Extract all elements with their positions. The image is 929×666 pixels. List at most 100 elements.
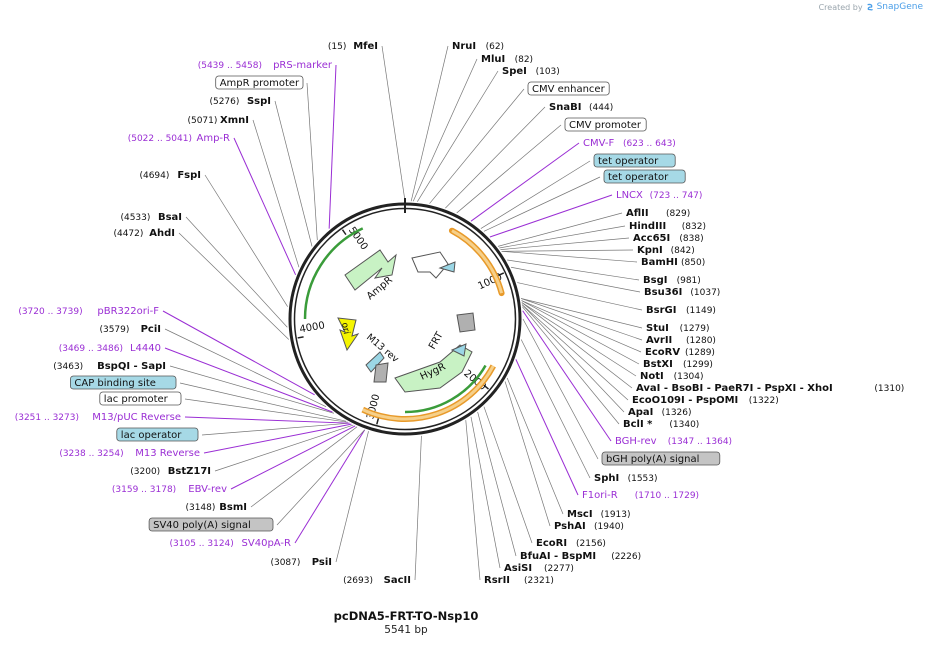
site-label-12: HindIII(832) (629, 221, 706, 232)
primer-label-28: BGH-rev (1347 .. 1364) (615, 436, 732, 447)
label-name: BstXI (643, 359, 673, 370)
leader-20 (521, 298, 643, 341)
label-name: M13/pUC Reverse (92, 412, 181, 423)
label-position: (838) (679, 234, 703, 244)
label-position: (2156) (576, 539, 606, 549)
label-name: Bsu36I (644, 287, 682, 298)
label-name: PsiI (312, 557, 332, 568)
leader-53 (162, 310, 315, 396)
map-labels: MfeI(15)NruI(62)MluI(82)SpeI(103)CMV enh… (15, 41, 905, 586)
leader-25 (521, 304, 629, 401)
feature-box (593, 153, 676, 168)
site-label-3: SpeI(103) (502, 66, 560, 77)
site-label-34: EcoRI (2156) (536, 538, 606, 549)
site-label-1: NruI(62) (452, 41, 504, 52)
label-position: (623 .. 643) (623, 139, 676, 149)
label-name: M13 Reverse (135, 448, 200, 459)
label-name: Amp-R (197, 133, 231, 144)
credit-brand: SnapGene (876, 2, 923, 12)
feature-name: lac operator (121, 430, 182, 441)
label-name: EcoRI (536, 538, 567, 549)
primer-label-47: M13/pUC Reverse(3251 .. 3273) (15, 412, 181, 423)
leader-30 (520, 339, 591, 479)
leader-58 (252, 119, 300, 268)
leader-12 (499, 225, 626, 249)
primer-label-40: SV40pA-R(3105 .. 3124) (170, 538, 292, 549)
leader-4 (429, 88, 525, 204)
leader-61 (328, 64, 337, 229)
label-name: BspQI - SapI (97, 361, 166, 372)
label-name: BamHI (641, 257, 678, 268)
primer-label-51: L4440(3469 .. 3486) (59, 343, 161, 354)
ruler-tick-4000 (297, 336, 304, 339)
label-position: (1326) (662, 408, 692, 418)
primer-label-61: pRS-marker(5439 .. 5458) (198, 60, 333, 71)
feature-box (527, 81, 610, 96)
backbone-outer-strand (288, 202, 522, 436)
feature-label-46: lac operator (116, 427, 199, 442)
label-name: NotI (640, 371, 664, 382)
feature-name: SV40 poly(A) signal (153, 520, 251, 531)
label-position: (3200) (130, 467, 160, 477)
leader-32 (506, 377, 564, 515)
feature-name: CMV enhancer (532, 84, 606, 95)
feature-name: lac promoter (104, 394, 169, 405)
leader-10 (489, 194, 613, 238)
leader-34 (483, 406, 533, 544)
label-position: (3087) (270, 558, 300, 568)
leader-52 (164, 328, 327, 408)
ruler-tick-2000 (483, 384, 489, 390)
label-position: (850) (681, 258, 705, 268)
leader-8 (480, 160, 591, 229)
leader-22 (521, 300, 640, 365)
site-label-2: MluI(82) (481, 54, 533, 65)
feature-label-60: AmpR promoter (215, 75, 304, 90)
site-label-5: SnaBI(444) (549, 102, 613, 113)
label-position: (1322) (749, 396, 779, 406)
site-label-27: BclI *(1340) (623, 419, 699, 430)
label-position: (2321) (524, 576, 554, 586)
label-name: L4440 (130, 343, 161, 354)
feature-name: tet operator (608, 172, 669, 183)
leader-43 (230, 425, 356, 490)
frt-arrow (411, 251, 449, 279)
m13rev-arrow (365, 351, 385, 373)
hygr-arc-green (404, 364, 487, 414)
leader-29 (522, 318, 599, 460)
feature-label-6: CMV promoter (564, 117, 647, 132)
label-position: (1289) (685, 348, 715, 358)
label-position: (981) (677, 276, 701, 286)
label-name: PshAI (554, 521, 586, 532)
leader-21 (521, 300, 642, 353)
site-label-20: AvrII(1280) (646, 335, 716, 346)
label-name: ApaI (628, 407, 653, 418)
leader-49 (179, 382, 347, 422)
plasmid-name: pcDNA5-FRT-TO-Nsp10 (333, 609, 479, 623)
label-position: (1710 .. 1729) (635, 491, 699, 501)
leader-6 (456, 124, 562, 214)
label-name: BclI * (623, 419, 653, 430)
label-name: SspI (247, 96, 271, 107)
label-position: (5439 .. 5458) (198, 61, 262, 71)
label-name: BGH-rev (615, 436, 657, 447)
site-label-38: SacII(2693) (343, 575, 411, 586)
label-name: LNCX (616, 190, 643, 201)
feature-box (148, 517, 274, 532)
label-name: MfeI (353, 41, 378, 52)
primer-label-31: F1ori-R(1710 .. 1729) (582, 490, 699, 501)
label-position: (1347 .. 1364) (668, 437, 732, 447)
leader-24 (521, 302, 633, 389)
leader-9 (483, 176, 601, 232)
feature-label-8: tet operator (593, 153, 676, 168)
label-name: BsaI (158, 212, 182, 223)
site-label-50: BspQI - SapI(3463) (53, 361, 166, 372)
label-name: BsrGI (646, 305, 676, 316)
site-label-16: BsgI(981) (643, 275, 701, 286)
site-label-59: SspI(5276) (209, 96, 271, 107)
label-position: (5022 .. 5041) (128, 134, 192, 144)
leader-40 (294, 429, 366, 544)
leader-56 (204, 174, 288, 307)
site-label-17: Bsu36I(1037) (644, 287, 720, 298)
feature-label-41: SV40 poly(A) signal (148, 517, 274, 532)
